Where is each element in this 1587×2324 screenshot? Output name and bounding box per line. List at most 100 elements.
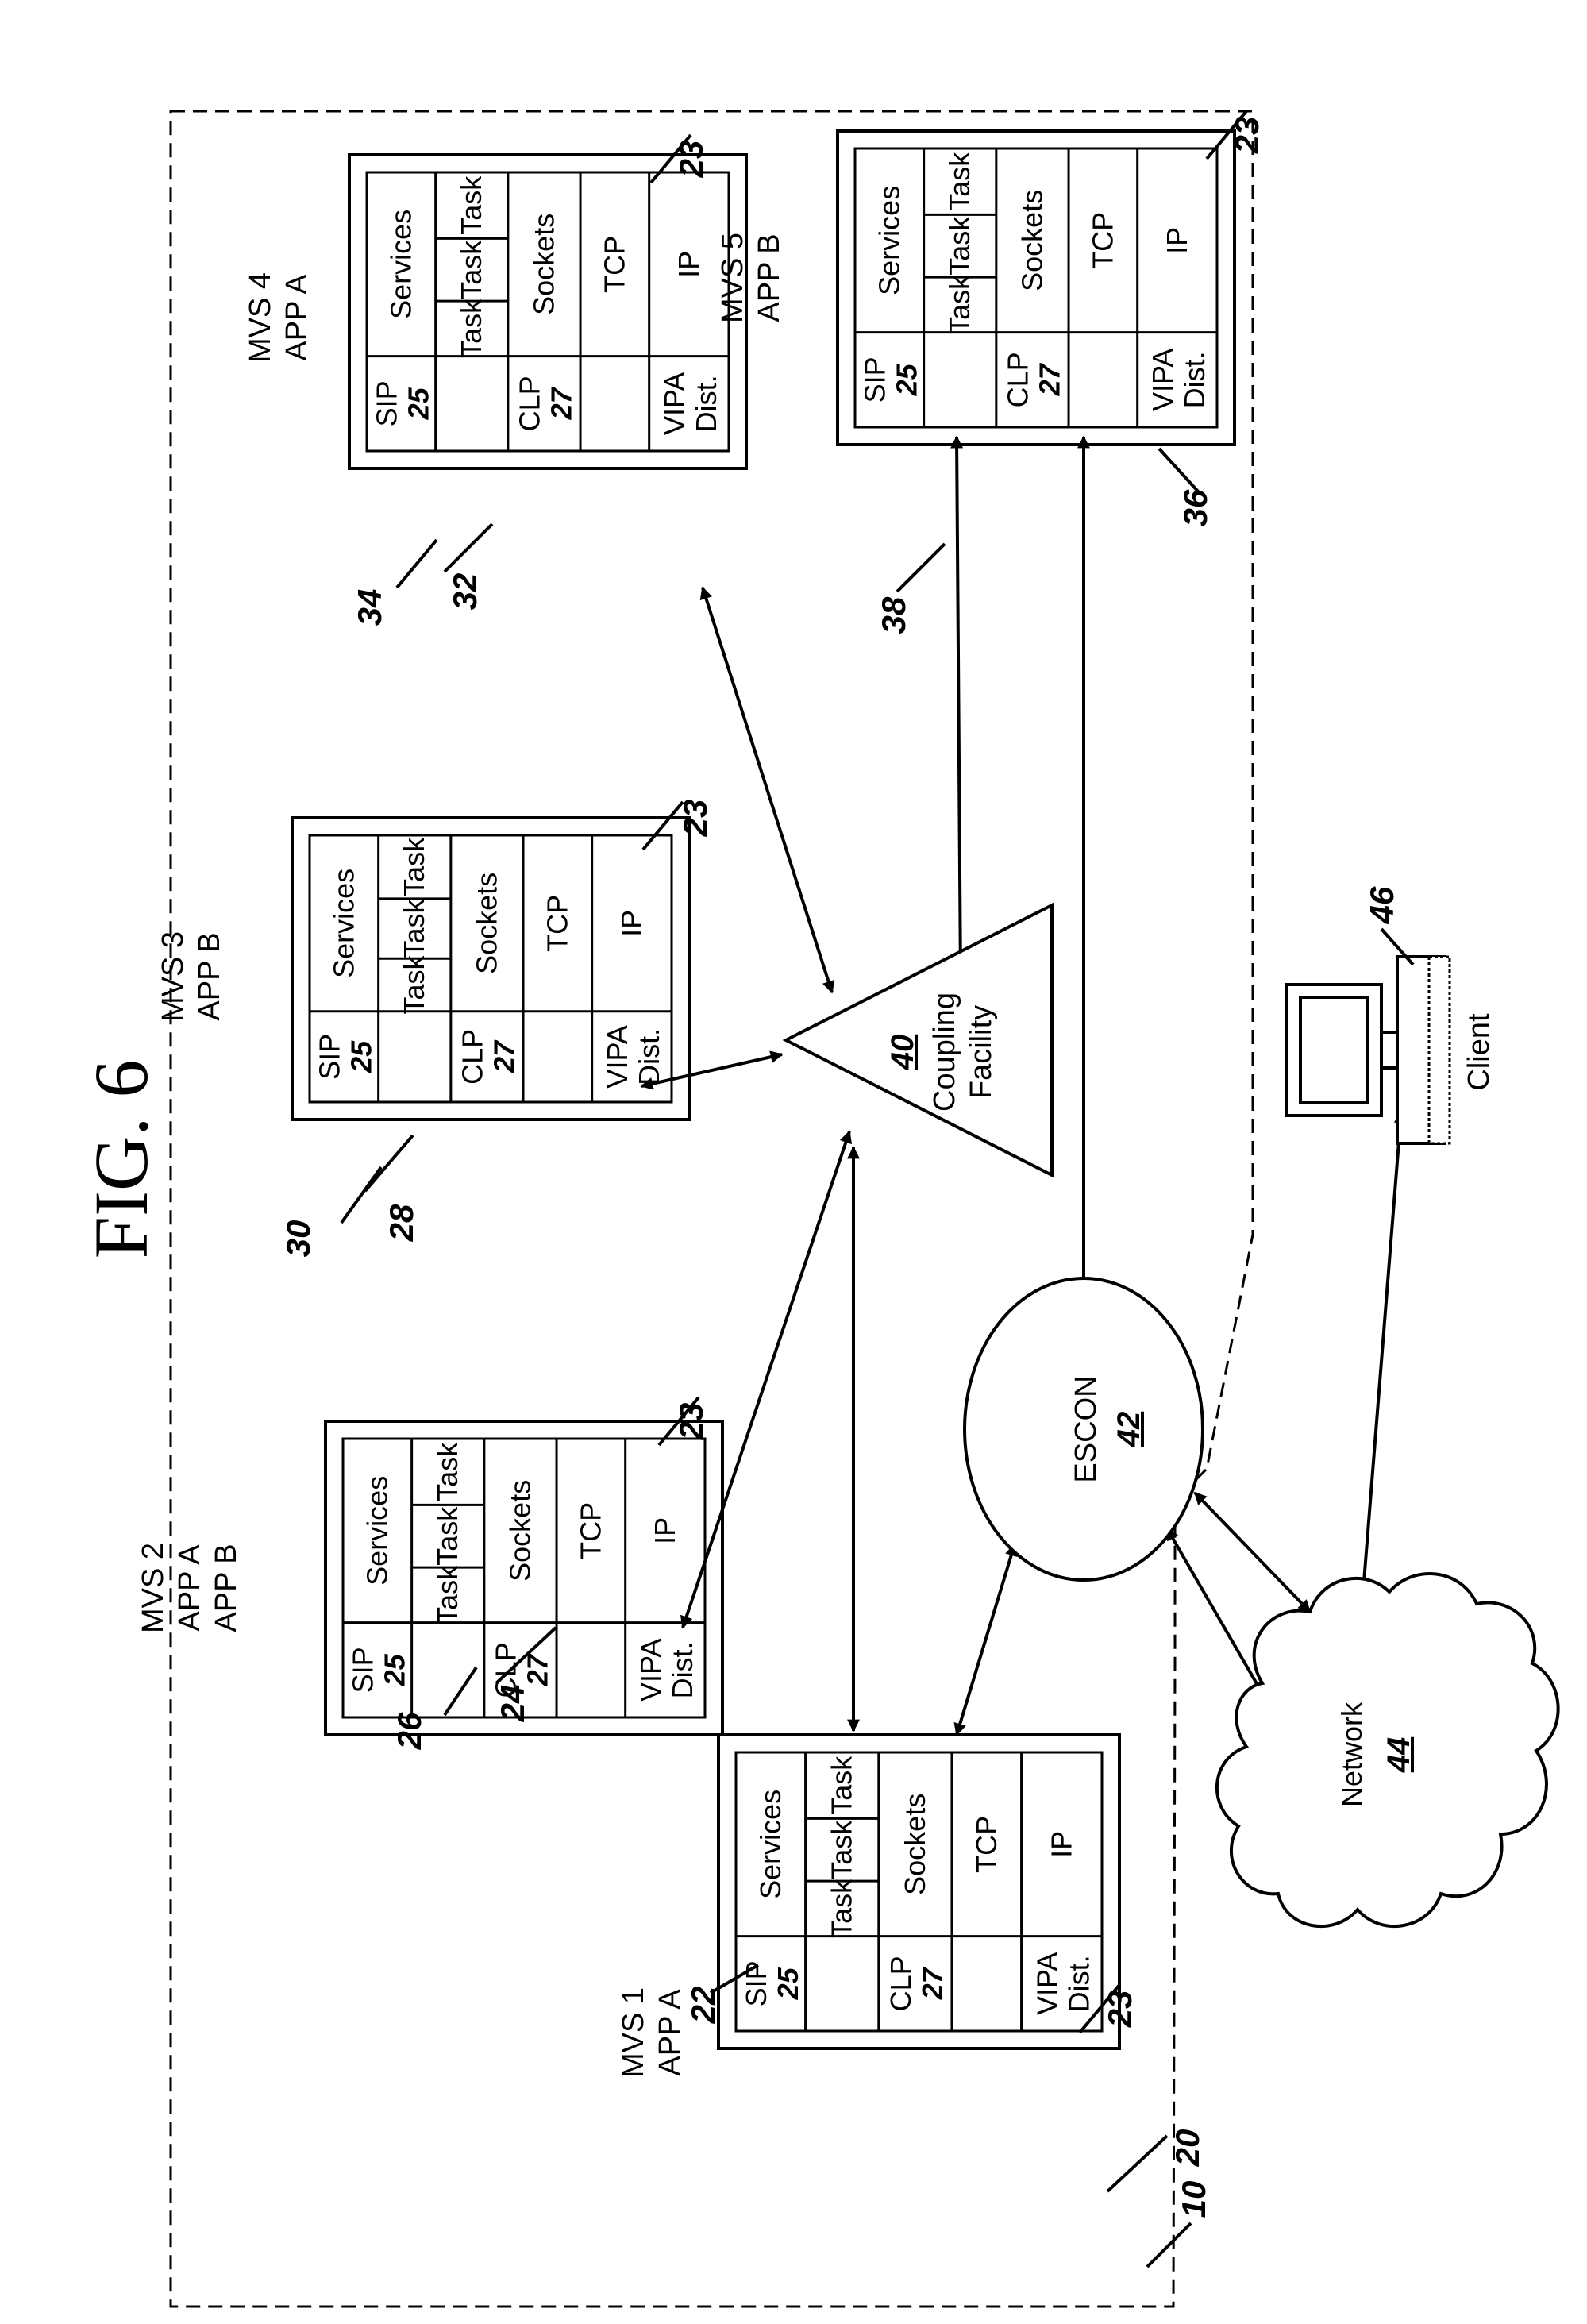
task-label: Task [455,240,487,299]
mvs1-box-ref: 20 [1169,2129,1206,2168]
network: Network 44 [1217,1574,1558,1926]
clp-ref: 27 [916,1966,949,2000]
mvs2-dist-ref: 23 [672,1403,710,1441]
sysplex-leader [1147,2223,1191,2267]
coupling-facility-line2: Facility [965,1005,998,1099]
clp-label: CLP [513,376,545,431]
mvs3-box-leader [365,1135,413,1191]
mvs5-title-line: APP B [753,233,786,322]
clp-ref: 27 [545,386,577,420]
vipa-label: VIPA [1030,1952,1063,2015]
tcp-label: TCP [1086,212,1119,269]
sockets-label: Sockets [899,1794,931,1895]
task-label: Task [431,1565,464,1624]
dist-label: Dist. [1062,1955,1095,2012]
task-label: Task [826,1756,858,1815]
sip-label: SIP [370,380,403,426]
task-label: Task [826,1879,858,1938]
task-label: Task [943,152,976,211]
mvs3-title-line: MVS 3 [156,931,190,1022]
network-label: Network [1335,1702,1368,1807]
dist-label: Dist. [633,1028,665,1085]
task-label: Task [943,216,976,276]
sip-ref: 25 [772,1967,804,2000]
ip-label: IP [615,910,648,937]
tcp-label: TCP [970,1816,1003,1873]
mvs3-stack-ref: 30 [279,1220,317,1258]
clp-label: CLP [884,1956,917,2011]
mvs3-title-line: APP B [193,932,226,1020]
mvs3-host: ServicesTaskTaskTaskSocketsTCPIPSIP25CLP… [156,800,714,1258]
task-label: Task [943,275,976,334]
clp-ref: 27 [487,1039,520,1073]
mvs2-host: ServicesTaskTaskTaskSocketsTCPIPSIP25CLP… [137,1397,722,1750]
clp-ref: 27 [1033,362,1065,396]
sip-ref: 25 [402,387,434,420]
escon-label: ESCON [1069,1375,1103,1482]
task-label: Task [431,1506,464,1566]
sockets-label: Sockets [470,873,503,974]
mvs1-title-line: APP A [653,1989,687,2076]
sockets-label: Sockets [503,1480,536,1582]
services-label: Services [327,869,360,978]
client-ref: 46 [1363,886,1400,924]
task-label: Task [455,175,487,235]
task-label: Task [398,899,430,958]
mvs4-title-line: MVS 4 [244,272,277,363]
sip-label: SIP [858,357,891,403]
clp-label: CLP [456,1029,488,1085]
task-label: Task [455,299,487,358]
client-label: Client [1462,1013,1496,1091]
mvs4-host: ServicesTaskTaskTaskSocketsTCPIPSIP25CLP… [244,135,746,626]
escon-ref: 42 [1111,1412,1146,1448]
link-network-client [1362,1112,1401,1612]
tcp-label: TCP [574,1502,607,1559]
sockets-label: Sockets [527,214,560,315]
task-label: Task [826,1820,858,1879]
sip-label: SIP [313,1034,345,1080]
clp-label: CLP [1001,352,1034,407]
mvs5-stack-ref: 38 [875,596,912,634]
hosts-layer: ServicesTaskTaskTaskSocketsTCPIPSIP25CLP… [137,111,1265,2191]
ip-label: IP [1045,1831,1077,1858]
link-mvs5-cf [957,437,961,981]
mvs2-title-line: APP B [210,1544,243,1632]
task-label: Task [431,1442,464,1501]
services-label: Services [754,1790,787,1899]
mvs3-box-ref: 28 [383,1204,420,1242]
figure-title: FIG. 6 [79,1060,164,1259]
dist-label: Dist. [690,375,722,432]
ip-label: IP [649,1517,681,1544]
mvs5-host: ServicesTaskTaskTaskSocketsTCPIPSIP25CLP… [716,111,1265,634]
mvs2-title-line: MVS 2 [137,1543,170,1633]
escon: ESCON 42 [965,1278,1203,1580]
services-label: Services [360,1476,393,1586]
mvs4-box-ref: 32 [446,573,483,611]
sysplex-ref: 10 [1175,2181,1212,2218]
mvs4-stack-ref: 34 [351,589,388,626]
link-mvs4-cf [703,588,832,992]
services-label: Services [384,210,417,319]
link-escon-network-b [1195,1493,1310,1612]
dist-label: Dist. [1178,351,1211,408]
mvs4-dist-ref: 23 [672,141,710,179]
vipa-label: VIPA [1146,349,1179,411]
vipa-label: VIPA [634,1639,667,1702]
mvs1-dist-ref: 23 [1101,1991,1138,2029]
dist-label: Dist. [666,1641,699,1698]
tcp-label: TCP [598,236,630,293]
sockets-label: Sockets [1015,190,1048,291]
mvs2-stack-ref: 26 [391,1712,428,1750]
link-mvs1-escon [957,1544,1015,1735]
mvs4-stack-leader [397,540,437,588]
clp-ref: 27 [521,1652,553,1686]
mvs4-box-leader [445,524,492,572]
mvs3-dist-ref: 23 [676,800,714,838]
mvs5-box-ref: 36 [1177,489,1214,526]
client-screen [1300,997,1367,1103]
tcp-label: TCP [541,895,573,952]
coupling-facility: 40 Coupling Facility [786,905,1052,1175]
vipa-label: VIPA [601,1025,634,1088]
task-label: Task [398,837,430,896]
